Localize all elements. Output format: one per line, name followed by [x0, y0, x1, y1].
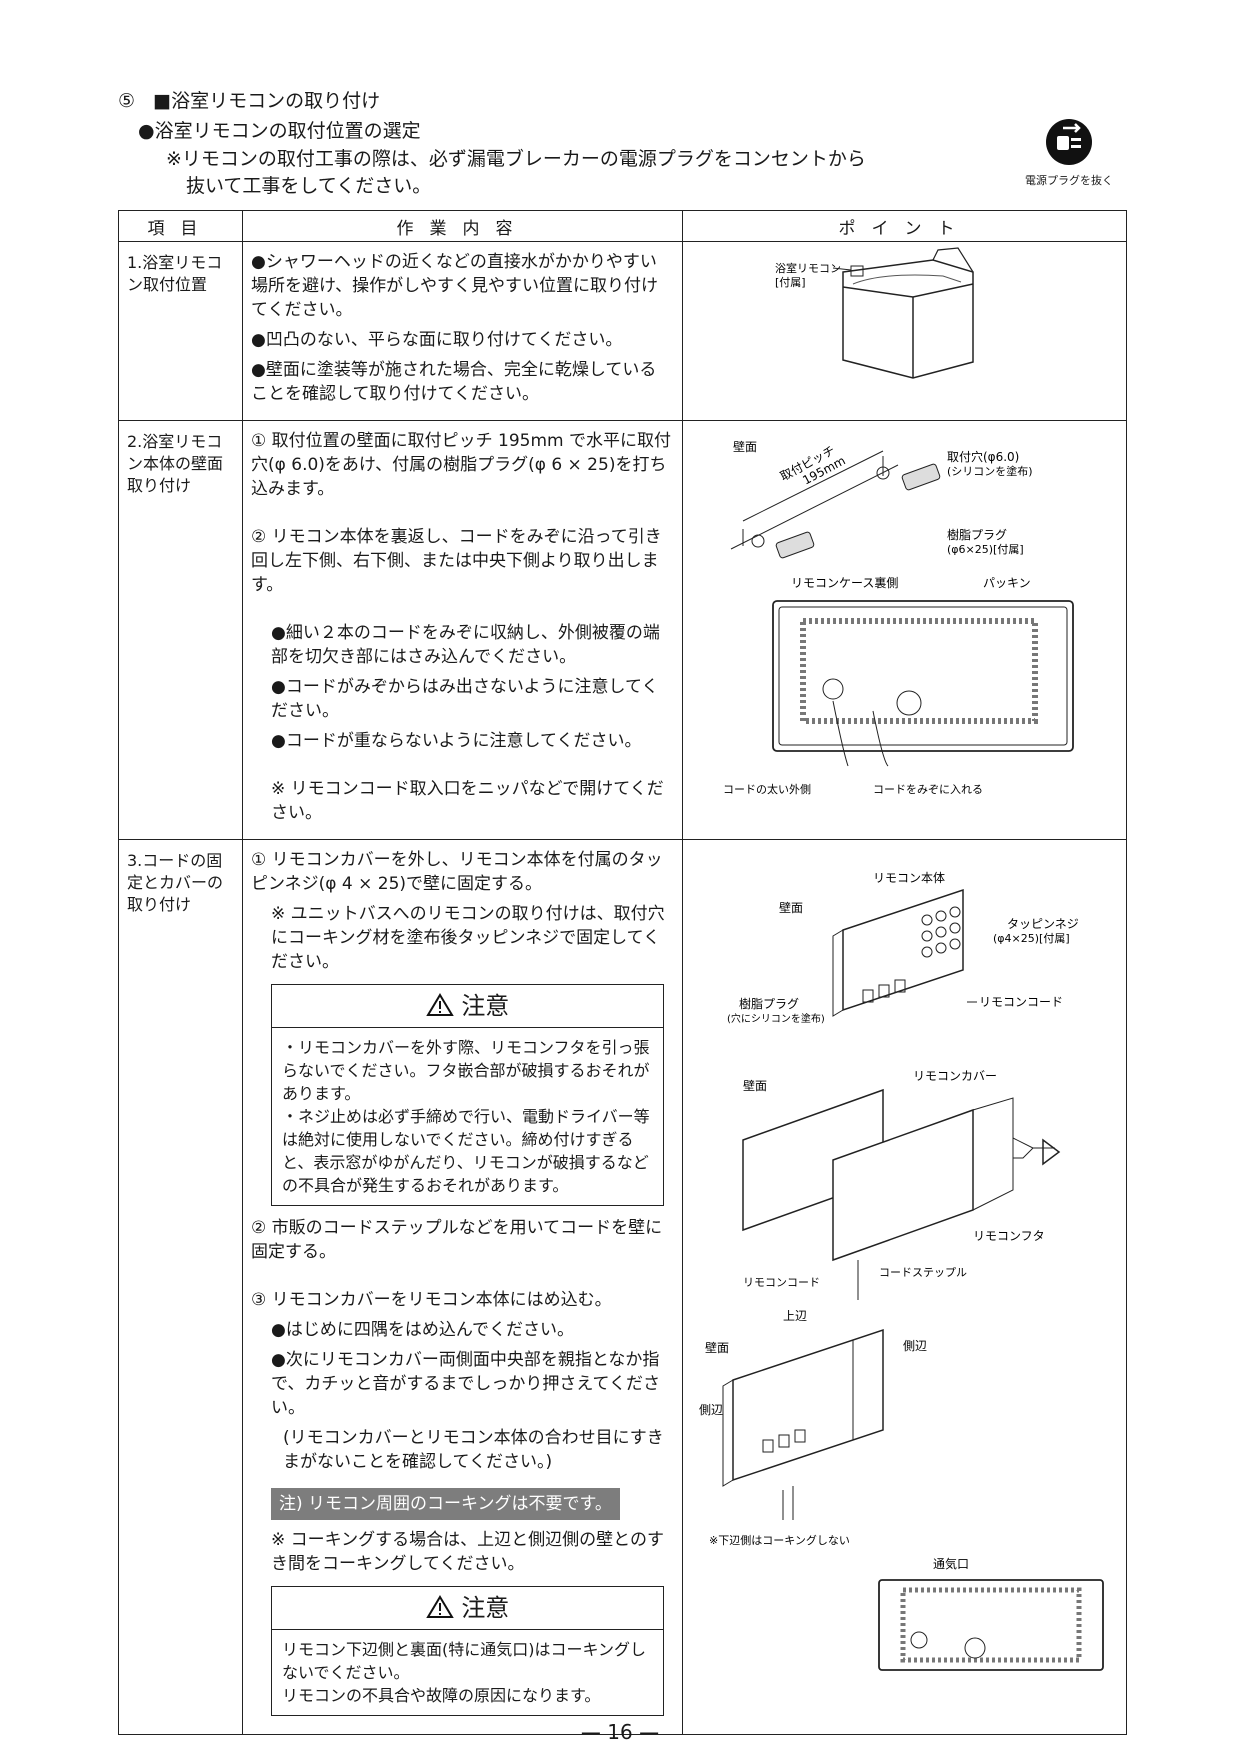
svg-text:(φ6×25)[付属]: (φ6×25)[付属]	[947, 543, 1024, 556]
svg-text:※下辺側はコーキングしない: ※下辺側はコーキングしない	[709, 1533, 850, 1547]
warning-note: ※リモコンの取付工事の際は、必ず漏電ブレーカーの電源プラグをコンセントから 抜い…	[166, 148, 866, 197]
svg-text:コードの太い外側: コードの太い外側	[723, 783, 811, 796]
subtitle: ●浴室リモコンの取付位置の選定	[138, 120, 421, 142]
svg-text:(φ4×25)[付属]: (φ4×25)[付属]	[993, 932, 1070, 945]
wall-mount-figure: 壁面 取付ピッチ 195mm 取付穴(φ6.0) (シリコンを塗布) 樹脂プラグ…	[723, 439, 1074, 796]
svg-text:浴室リモコン: 浴室リモコン	[775, 261, 841, 275]
row3-item: 3.コードの固定とカバーの取り付け	[118, 839, 243, 1735]
step-mark: ⑤	[118, 90, 136, 112]
col-header-point: ポイント	[682, 210, 1127, 242]
table-header: 項目 作業内容 ポイント	[118, 210, 1127, 242]
svg-text:樹脂プラグ: 樹脂プラグ	[947, 527, 1007, 542]
svg-text:リモコン本体: リモコン本体	[873, 871, 945, 885]
svg-text:側辺: 側辺	[699, 1403, 723, 1417]
svg-text:壁面: 壁面	[733, 439, 757, 454]
caution-box-1: 注意 ・リモコンカバーを外す際、リモコンフタを引っ張らないでください。フタ嵌合部…	[271, 984, 664, 1206]
table-row: 2.浴室リモコン本体の壁面取り付け ① 取付位置の壁面に取付ピッチ 195mm …	[118, 420, 1127, 840]
row1-work: ●シャワーヘッドの近くなどの直接水がかかりやすい場所を避け、操作がしやすく見やす…	[242, 241, 683, 421]
svg-text:[付属]: [付属]	[775, 276, 806, 289]
row3-figure: リモコン本体 壁面 タッピンネジ (φ4×25)[付属] 樹脂プラグ (穴にシリ…	[682, 839, 1127, 1735]
row2-work: ① 取付位置の壁面に取付ピッチ 195mm で水平に取付穴(φ 6.0)をあけ、…	[242, 420, 683, 840]
svg-text:リモコンフタ: リモコンフタ	[973, 1229, 1045, 1243]
svg-text:(シリコンを塗布): (シリコンを塗布)	[947, 464, 1033, 478]
svg-text:壁面: 壁面	[743, 1078, 767, 1093]
svg-text:コードをみぞに入れる: コードをみぞに入れる	[873, 783, 983, 796]
svg-text:タッピンネジ: タッピンネジ	[1007, 917, 1079, 931]
svg-text:取付穴(φ6.0): 取付穴(φ6.0)	[947, 449, 1019, 464]
warning-triangle-icon	[425, 1595, 454, 1618]
table-row: 3.コードの固定とカバーの取り付け ① リモコンカバーを外し、リモコン本体を付属…	[118, 839, 1127, 1735]
caution-title: 注意	[461, 1594, 510, 1622]
svg-text:通気口: 通気口	[933, 1556, 969, 1571]
row2-figure: 壁面 取付ピッチ 195mm 取付穴(φ6.0) (シリコンを塗布) 樹脂プラグ…	[682, 420, 1127, 840]
cover-install-figure: リモコン本体 壁面 タッピンネジ (φ4×25)[付属] 樹脂プラグ (穴にシリ…	[699, 871, 1104, 1671]
svg-text:側辺: 側辺	[903, 1339, 927, 1353]
plug-caption: 電源プラグを抜く	[1025, 174, 1113, 187]
table-row: 1.浴室リモコン取付位置 ●シャワーヘッドの近くなどの直接水がかかりやすい場所を…	[118, 241, 1127, 421]
plug-icon	[1046, 119, 1092, 165]
unplug-power-icon: 電源プラグを抜く	[1014, 118, 1124, 188]
svg-text:壁面: 壁面	[705, 1340, 729, 1355]
svg-text:樹脂プラグ: 樹脂プラグ	[739, 996, 799, 1011]
bathtub-figure: 浴室リモコン [付属]	[775, 247, 974, 379]
highlight-note: 注) リモコン周囲のコーキングは不要です。	[271, 1488, 620, 1520]
page-number: — 16 —	[580, 1720, 660, 1744]
row3-work: ① リモコンカバーを外し、リモコン本体を付属のタッピンネジ(φ 4 × 25)で…	[242, 839, 683, 1735]
row1-figure: 浴室リモコン [付属]	[682, 241, 1127, 421]
svg-text:リモコンカバー: リモコンカバー	[913, 1069, 997, 1083]
svg-text:コードステップル: コードステップル	[879, 1266, 967, 1279]
svg-text:壁面: 壁面	[779, 900, 803, 915]
col-header-item: 項目	[118, 210, 243, 242]
row2-item: 2.浴室リモコン本体の壁面取り付け	[118, 420, 243, 840]
svg-text:リモコンコード: リモコンコード	[743, 1276, 820, 1289]
header: ⑤ ■浴室リモコンの取り付け ●浴室リモコンの取付位置の選定 ※リモコンの取付工…	[118, 86, 1018, 200]
warning-triangle-icon	[425, 993, 454, 1016]
svg-text:リモコンコード: リモコンコード	[979, 995, 1063, 1009]
caution-box-2: 注意 リモコン下辺側と裏面(特に通気口)はコーキングしないでください。 リモコン…	[271, 1586, 664, 1716]
instruction-table: 項目 作業内容 ポイント 1.浴室リモコン取付位置 ●シャワーヘッドの近くなどの…	[118, 210, 1127, 1735]
svg-text:上辺: 上辺	[783, 1309, 807, 1323]
svg-text:リモコンケース裏側: リモコンケース裏側	[791, 575, 898, 590]
section-title: ■浴室リモコンの取り付け	[153, 90, 381, 112]
svg-text:パッキン: パッキン	[983, 576, 1031, 590]
col-header-work: 作業内容	[242, 210, 683, 242]
svg-text:(穴にシリコンを塗布): (穴にシリコンを塗布)	[727, 1012, 825, 1025]
row1-item: 1.浴室リモコン取付位置	[118, 241, 243, 421]
caution-title: 注意	[461, 992, 510, 1020]
